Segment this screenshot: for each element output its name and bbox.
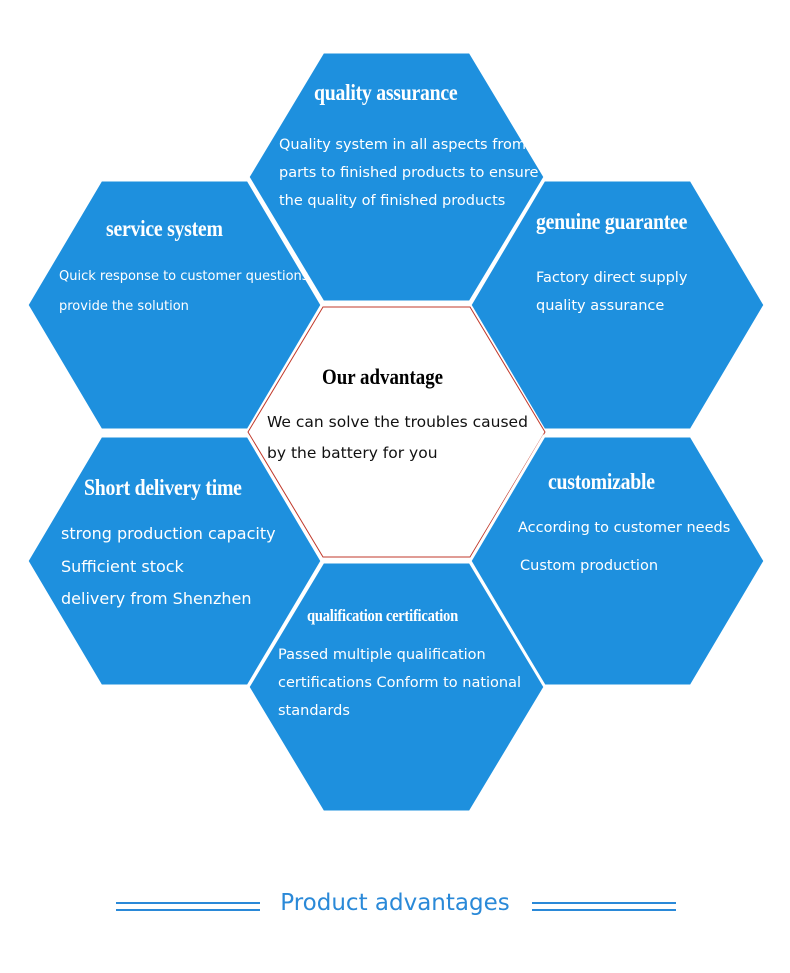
center-text-2: by the battery for you (267, 444, 438, 462)
hex-text-service-system-2: provide the solution (59, 299, 189, 314)
hexagon-service-system (25, 178, 324, 432)
hex-text-customizable-2: Custom production (520, 558, 659, 574)
footer-divider-right-top (532, 902, 676, 904)
hex-title-customizable: customizable (548, 469, 655, 494)
footer-title: Product advantages (280, 890, 510, 916)
hex-title-qualification-certification: qualification certification (307, 606, 458, 625)
hex-text-short-delivery-time-3: delivery from Shenzhen (61, 589, 252, 608)
hex-text-qualification-certification-1: Passed multiple qualification (278, 647, 486, 663)
hex-text-genuine-guarantee-2: quality assurance (536, 298, 665, 314)
hexagon-quality-assurance (246, 50, 547, 304)
footer-divider-left-top (116, 902, 260, 904)
hex-text-qualification-certification-2: certifications Conform to national (278, 675, 522, 691)
hex-title-quality-assurance: quality assurance (314, 80, 458, 105)
center-title: Our advantage (322, 364, 444, 389)
hex-text-quality-assurance-2: parts to finished products to ensure (279, 165, 539, 181)
hex-text-short-delivery-time-2: Sufficient stock (61, 557, 184, 576)
hex-text-qualification-certification-3: standards (278, 703, 350, 719)
hex-text-genuine-guarantee-1: Factory direct supply (536, 270, 688, 286)
hexagon-qualification-certification (246, 560, 547, 814)
hex-title-service-system: service system (106, 216, 223, 241)
hex-title-genuine-guarantee: genuine guarantee (536, 209, 688, 234)
hexagon-center (247, 306, 546, 558)
hexagon-genuine-guarantee (468, 178, 767, 432)
hex-text-quality-assurance-1: Quality system in all aspects from (279, 137, 526, 153)
hex-text-quality-assurance-3: the quality of finished products (279, 193, 506, 209)
center-text-1: We can solve the troubles caused (267, 413, 528, 431)
hex-text-short-delivery-time-1: strong production capacity (61, 524, 276, 543)
hex-title-short-delivery-time: Short delivery time (84, 475, 242, 500)
footer-divider-right-bottom (532, 909, 676, 911)
footer-divider-left-bottom (116, 909, 260, 911)
hex-text-customizable-1: According to customer needs (518, 520, 731, 536)
hex-text-service-system-1: Quick response to customer questions (59, 269, 309, 284)
